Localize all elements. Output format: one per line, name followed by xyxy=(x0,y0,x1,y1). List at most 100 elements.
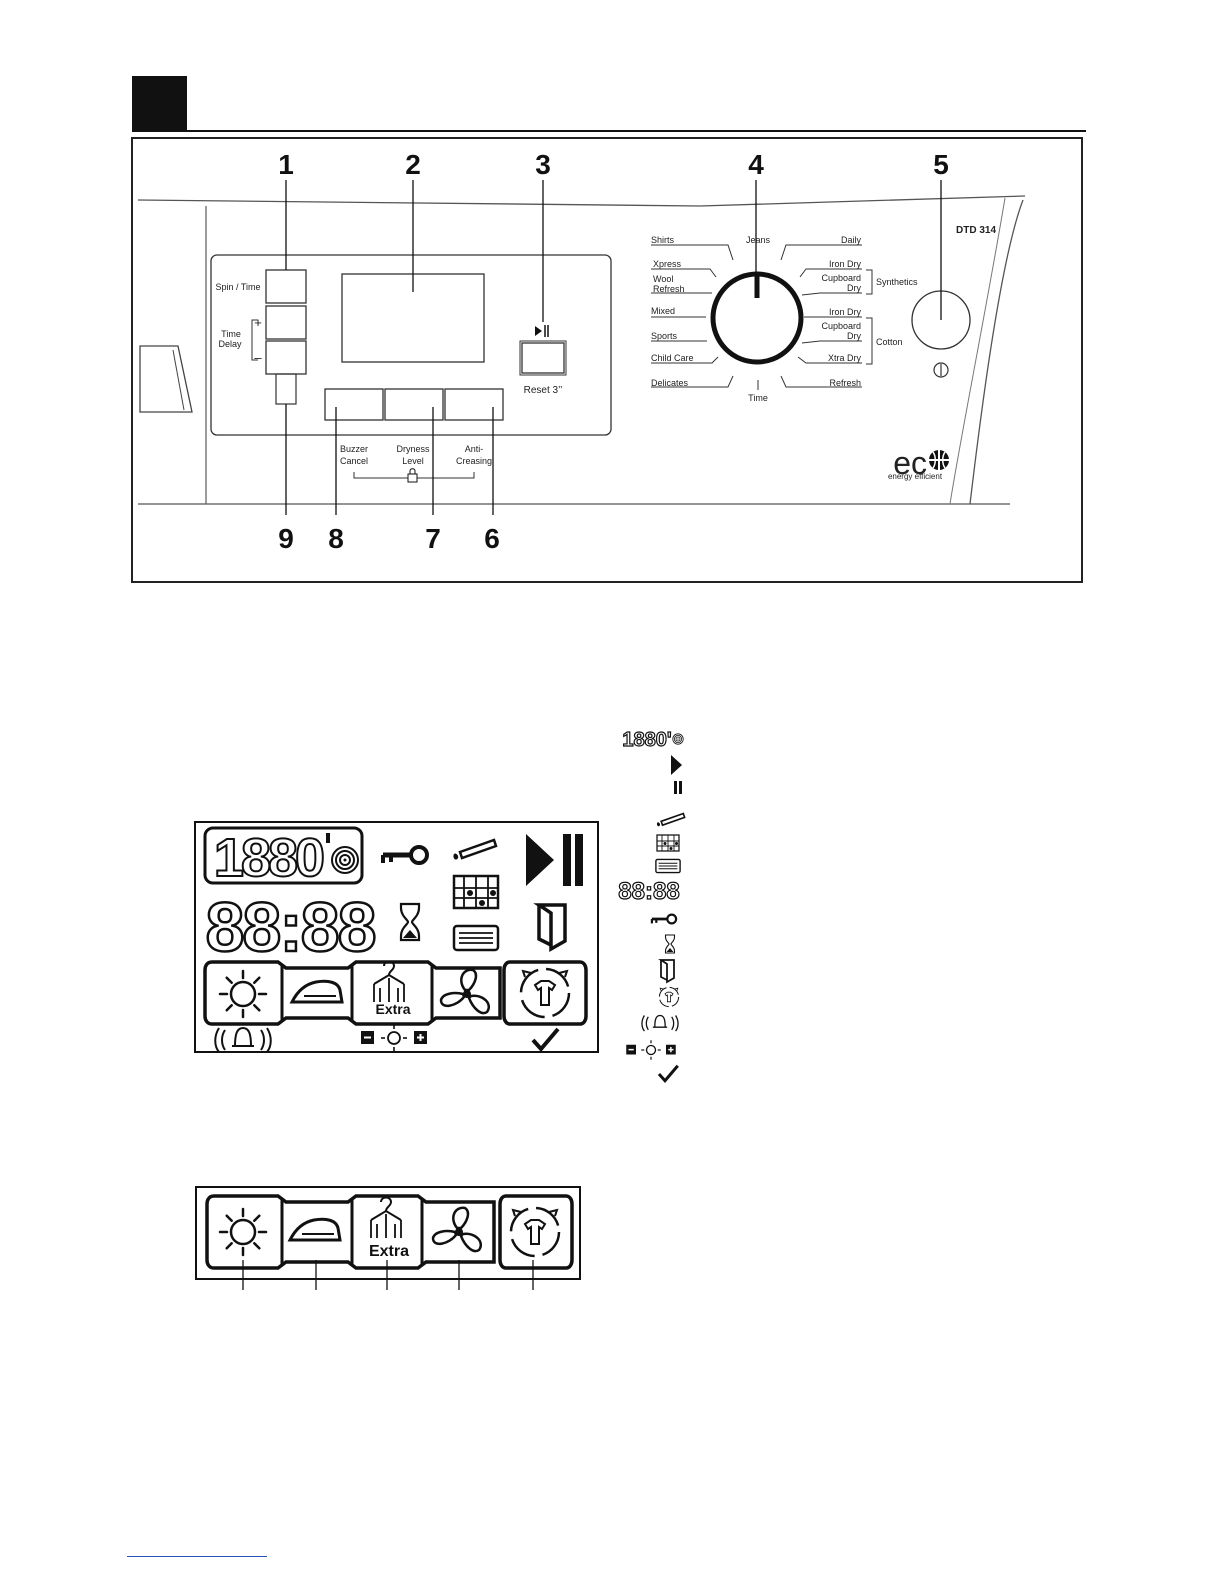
dial-left-6: Child Care xyxy=(651,353,694,363)
cycle-complete-icon xyxy=(531,1027,560,1051)
water-tank-full-icon xyxy=(452,838,498,861)
reset-label: Reset 3’’ xyxy=(524,385,563,396)
time-delay-minus-button[interactable] xyxy=(265,340,307,375)
program-strip-detail: Extra xyxy=(195,1186,581,1290)
callout-1: 1 xyxy=(278,149,294,180)
detail-anti-creasing-icon xyxy=(509,1206,561,1258)
callout-7: 7 xyxy=(425,523,441,554)
anti-creasing-icon xyxy=(519,967,571,1019)
buzzer-off-icon xyxy=(214,1027,272,1053)
time-delay-icon xyxy=(399,902,421,942)
spin-digits: 1880 xyxy=(214,828,323,888)
play-pause-large-icon xyxy=(526,834,583,886)
dial-left-5: Sports xyxy=(651,331,678,341)
eco-word: ec xyxy=(893,445,927,481)
door-handle xyxy=(139,345,193,413)
dryness-level-icon xyxy=(360,1024,428,1052)
spin-icon xyxy=(331,846,359,874)
spin-time-button[interactable] xyxy=(265,269,307,304)
detail-iron-dry-icon xyxy=(288,1217,342,1242)
model-name: DTD 314 xyxy=(956,225,996,236)
legend-time-delay-icon xyxy=(664,934,676,954)
lcd-display: 1880 88:88 Extra xyxy=(194,821,599,1053)
detail-extra-label: Extra xyxy=(369,1243,409,1260)
callout-numbers: 1 2 3 4 5 6 7 8 9 xyxy=(278,149,949,554)
control-panel xyxy=(137,195,1026,515)
spin-speed-frame xyxy=(203,826,364,885)
legend-pause-icon xyxy=(674,781,682,794)
power-icon xyxy=(933,362,949,378)
callout-6: 6 xyxy=(484,523,500,554)
cooling-icon xyxy=(439,968,491,1015)
control-panel-frame xyxy=(131,137,1083,583)
eco-logo xyxy=(929,450,949,470)
dial-left-2: Wool xyxy=(653,274,673,284)
dial-top-label: Jeans xyxy=(746,235,771,245)
legend-anti-creasing-icon xyxy=(658,986,680,1008)
legend-door-icon xyxy=(660,959,675,983)
dial-left-1: Xpress xyxy=(653,259,682,269)
dial-left-4: Mixed xyxy=(651,306,675,316)
extra-label: Extra xyxy=(375,1001,410,1017)
panel-outline xyxy=(137,195,1026,505)
legend-condenser-icon xyxy=(655,858,681,874)
legend-water-tank-icon xyxy=(656,812,686,828)
detail-extra-dry-icon xyxy=(218,1207,268,1257)
padlock-icon xyxy=(407,468,418,483)
dial-right-8: Refresh xyxy=(829,378,861,388)
cupboard-dry-icon xyxy=(373,960,405,1003)
dryness-label-line2: Level xyxy=(402,456,424,466)
dryness-label-line1: Dryness xyxy=(396,444,430,454)
dial-right-3: Dry xyxy=(847,283,861,293)
start-pause-button[interactable] xyxy=(519,340,567,376)
dryness-level-button[interactable] xyxy=(384,388,444,421)
program-strip xyxy=(203,960,588,1026)
anti-label-line1: Anti- xyxy=(465,444,484,454)
condenser-clean-icon xyxy=(452,924,500,952)
filter-clean-icon xyxy=(452,874,500,910)
dial-right-4: Iron Dry xyxy=(829,307,862,317)
anti-label-line2: Creasing xyxy=(456,456,492,466)
dial-left-7: Delicates xyxy=(651,378,689,388)
legend-time-digits: 88:88 xyxy=(618,878,679,905)
callout-4: 4 xyxy=(748,149,764,180)
legend-spin-icon xyxy=(672,733,684,745)
legend-check-icon xyxy=(657,1064,680,1083)
play-pause-icon xyxy=(535,325,549,337)
panel-labels: Spin / Time Time Delay + – Reset 3’’ Buz… xyxy=(215,225,996,481)
display-surround xyxy=(210,254,612,436)
detail-cooling-icon xyxy=(431,1206,483,1253)
detail-leaders xyxy=(242,1260,534,1290)
dial-right-0: Daily xyxy=(841,235,862,245)
dial-ticks xyxy=(651,244,873,390)
door-open-icon xyxy=(537,903,567,951)
legend-filter-icon xyxy=(656,834,680,852)
dial-right-6: Dry xyxy=(847,331,861,341)
callout-5: 5 xyxy=(933,149,949,180)
spin-time-label: Spin / Time xyxy=(215,282,260,292)
minus-label: – xyxy=(254,350,262,365)
extra-dry-icon xyxy=(218,969,268,1019)
group-cotton: Cotton xyxy=(876,337,903,347)
callout-2: 2 xyxy=(405,149,421,180)
iron-dry-icon xyxy=(290,979,344,1004)
section-rule xyxy=(132,130,1086,132)
buzzer-cancel-button[interactable] xyxy=(324,388,384,421)
program-dial[interactable] xyxy=(710,271,804,365)
time-delay-plus-button[interactable] xyxy=(265,305,307,340)
buzzer-label-line1: Buzzer xyxy=(340,444,368,454)
detail-cupboard-dry-icon xyxy=(370,1196,402,1239)
dial-bottom-label: Time xyxy=(748,393,768,403)
dial-right-1: Iron Dry xyxy=(829,259,862,269)
plus-label: + xyxy=(254,315,262,330)
callout-9: 9 xyxy=(278,523,294,554)
legend-buzzer-icon xyxy=(641,1014,679,1032)
anti-creasing-button[interactable] xyxy=(444,388,504,421)
time-digits: 88:88 xyxy=(205,888,374,966)
footer-link-underline xyxy=(127,1556,267,1557)
callout-leaders xyxy=(285,404,494,515)
dial-right-7: Xtra Dry xyxy=(828,353,862,363)
icon-legend: 1880' 88:88 xyxy=(618,728,686,1083)
legend-dryness-icon xyxy=(625,1039,677,1061)
buzzer-label-line2: Cancel xyxy=(340,456,368,466)
